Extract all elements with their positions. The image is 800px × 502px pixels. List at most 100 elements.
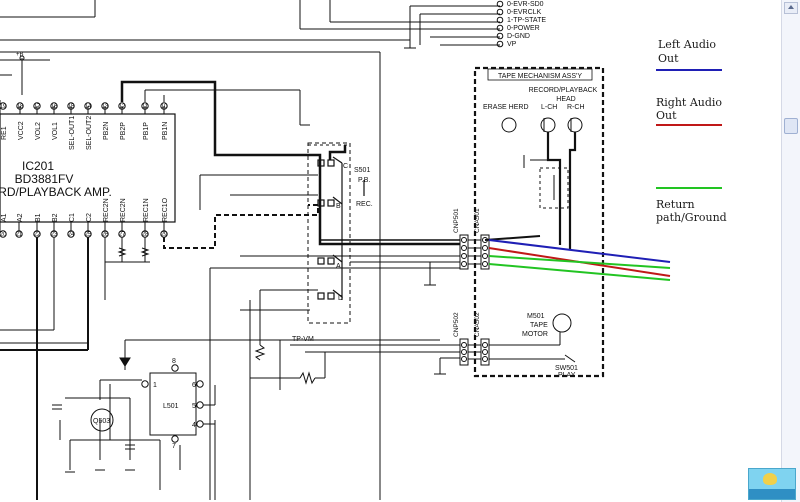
tape-mechanism-box [473, 66, 605, 378]
pin [171, 435, 179, 443]
svg-text:B1: B1 [35, 213, 42, 222]
pb-signal-path [328, 145, 347, 160]
diode [119, 357, 131, 367]
ic201-function: RD/PLAYBACK AMP. [0, 185, 112, 199]
scroll-thumb[interactable] [784, 118, 798, 134]
svg-text:VOL1: VOL1 [52, 122, 59, 140]
return-line [488, 263, 671, 281]
svg-text:12: 12 [119, 104, 126, 110]
svg-text:22: 22 [34, 232, 41, 238]
svg-text:15: 15 [68, 104, 75, 110]
svg-text:25: 25 [85, 232, 92, 238]
supply-label: +B [16, 52, 24, 58]
l501-body [149, 372, 197, 436]
vertical-scrollbar[interactable] [781, 0, 800, 502]
sw501-play-label: PLAY [558, 372, 576, 379]
connector-cnp501 [459, 234, 469, 270]
return-line [488, 255, 671, 269]
svg-text:28: 28 [142, 232, 149, 238]
m501-tape-motor [552, 313, 572, 333]
cna501-label: CNA501 [474, 208, 481, 233]
svg-text:24: 24 [68, 232, 75, 238]
header-line-2: 1-TP-STATE [507, 17, 546, 24]
l501-pin-5: 5 [192, 403, 196, 410]
svg-text:11: 11 [142, 104, 149, 110]
head-switch-box [539, 167, 569, 209]
s501-rec-label: REC. [356, 201, 373, 208]
left-audio-line [488, 239, 671, 263]
sw501-label: SW501 [555, 365, 578, 372]
motor-line2: MOTOR [522, 331, 548, 338]
svg-text:14: 14 [85, 104, 92, 110]
header-line-1: 0-EVRCLK [507, 9, 542, 16]
pin [196, 420, 204, 428]
resistor [254, 344, 266, 361]
connector-cna502 [480, 338, 490, 366]
ic201-bottom-pin-numbers: 20 21 22 23 24 25 26 27 28 29 [0, 232, 168, 238]
header-pins [496, 0, 504, 48]
tape-mechanism-title: TAPE MECHANISM ASS'Y [498, 73, 582, 80]
legend-return-line1: Return [656, 198, 695, 211]
scroll-up-arrow-icon[interactable] [784, 2, 798, 14]
legend-right-line1: Right Audio [656, 96, 722, 109]
svg-text:VCC2: VCC2 [18, 121, 25, 140]
s501-section-c: C [343, 163, 348, 170]
head-label: HEAD [556, 96, 575, 103]
svg-text:REC2N: REC2N [103, 198, 110, 222]
s501-section-b: B [336, 203, 341, 210]
l501-pin-8: 8 [172, 358, 176, 365]
svg-text:SEL-OUT2: SEL-OUT2 [86, 116, 93, 150]
r-ch-wire [568, 132, 577, 250]
ic201-top-pins [0, 100, 168, 114]
s501-designator: S501 [354, 167, 370, 174]
duck-badge-icon[interactable] [748, 468, 796, 500]
svg-text:27: 27 [119, 232, 126, 238]
legend-left-line2: Out [658, 52, 679, 65]
svg-text:REC1N: REC1N [143, 198, 150, 222]
legend-left-line1: Left Audio [658, 38, 716, 51]
svg-text:PB2N: PB2N [103, 122, 110, 140]
svg-text:21: 21 [16, 232, 23, 238]
cnp502-label: CNP502 [453, 312, 460, 337]
s501-section-a: A [336, 263, 341, 270]
pin [171, 364, 179, 372]
annotation-lines [488, 239, 671, 281]
svg-text:10: 10 [161, 104, 168, 110]
l501-pin-4: 4 [192, 422, 196, 429]
s501-box [307, 142, 351, 324]
water-graphic [749, 489, 795, 499]
svg-text:PB2P: PB2P [120, 122, 127, 140]
header-line-4: D-GND [507, 33, 530, 40]
pin [196, 380, 204, 388]
svg-text:20: 20 [0, 232, 7, 238]
rec-signal-path [163, 205, 319, 249]
svg-text:18: 18 [17, 104, 24, 110]
s501-pb-label: P.B. [358, 177, 370, 184]
legend-right-line2: Out [656, 109, 677, 122]
q503-label: Q503 [93, 418, 110, 425]
resistor [299, 371, 316, 385]
motor-line1: TAPE [530, 322, 548, 329]
svg-text:PB1N: PB1N [162, 122, 169, 140]
header-line-3: 0-POWER [507, 25, 540, 32]
ic201-part-number: BD3881FV [15, 172, 74, 186]
erase-head [501, 117, 517, 133]
legend-return-line2: path/Ground [656, 211, 727, 224]
svg-text:C2: C2 [86, 213, 93, 222]
svg-text:17: 17 [34, 104, 41, 110]
l-ch-head [540, 117, 556, 133]
svg-text:SEL-OUT1: SEL-OUT1 [69, 116, 76, 150]
svg-text:PB1P: PB1P [143, 122, 150, 140]
resistor [140, 247, 150, 257]
r-ch-head [567, 117, 583, 133]
header-line-0: 0-EVR-SD0 [507, 1, 544, 8]
svg-text:29: 29 [161, 232, 168, 238]
ic201-bottom-pin-names: A1 A2 B1 B2 C1 C2 REC2N REC2N REC1N REC1… [1, 197, 169, 222]
heads-title: RECORD/PLAYBACK [529, 87, 598, 94]
svg-text:REC1O: REC1O [162, 197, 169, 222]
l501-label: L501 [163, 403, 179, 410]
svg-text:23: 23 [51, 232, 58, 238]
l501-pin-6: 6 [192, 382, 196, 389]
pb-signal-path [120, 80, 460, 246]
